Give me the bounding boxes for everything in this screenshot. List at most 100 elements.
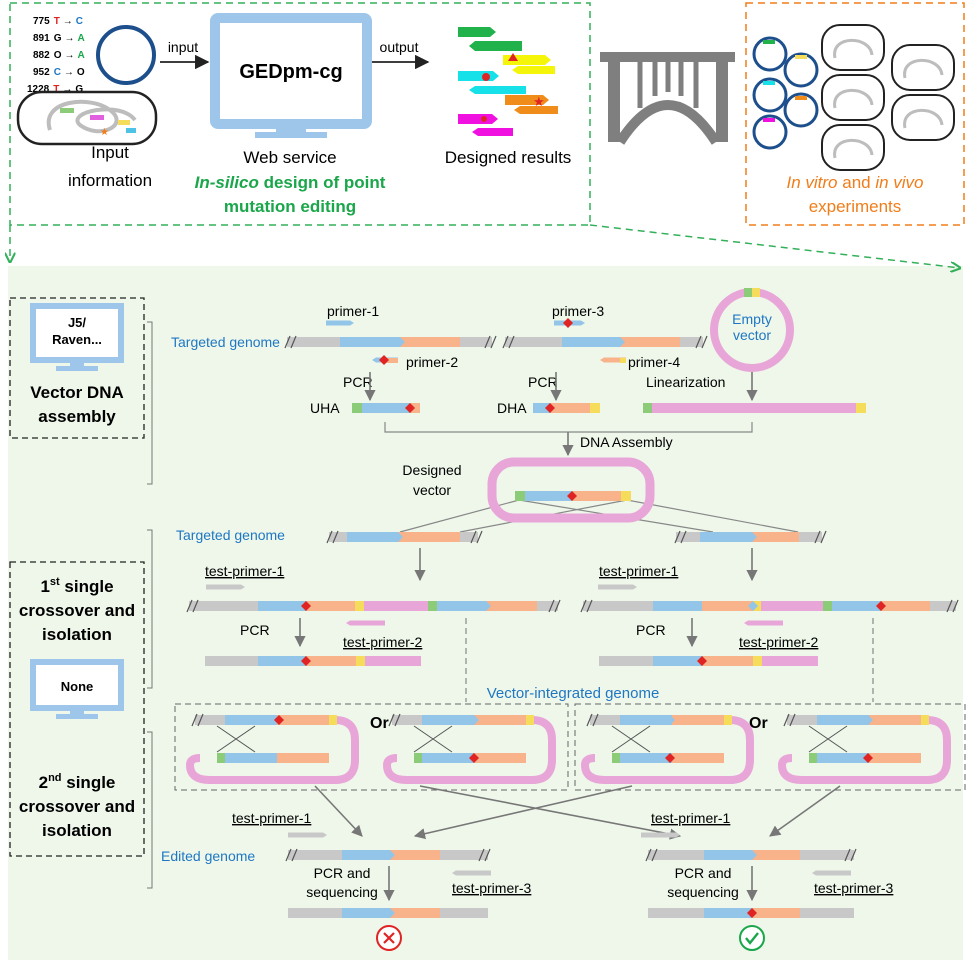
- vig-box-right: [574, 703, 966, 791]
- bridge-icon: [600, 52, 735, 145]
- dna-segment: [515, 491, 525, 501]
- tools-line-2: Raven...: [52, 332, 102, 347]
- pcr-seq-label-1: PCR and: [314, 865, 371, 881]
- mutation-red-diamond: [274, 715, 284, 725]
- vector-assembly-box: [9, 297, 145, 439]
- break-mark: [326, 530, 339, 544]
- or-label: Or: [749, 715, 768, 732]
- test-primer-3-arrow: [812, 870, 851, 876]
- crossover2-title-3: isolation: [42, 821, 112, 840]
- monitor-label-none: None: [61, 679, 94, 694]
- dna-segment: [704, 908, 752, 918]
- wildtype-blue-diamond: [748, 601, 758, 611]
- crossover-box: [9, 561, 145, 857]
- break-mark: [285, 848, 298, 862]
- test-primer3-label: test-primer-3: [452, 880, 532, 896]
- dna-segment: [392, 715, 422, 725]
- mutation-red-diamond: [379, 355, 389, 365]
- dna-segment: [752, 908, 800, 918]
- designed-vector-label-2: vector: [413, 482, 451, 498]
- flow-arrow: [413, 785, 633, 840]
- targeted-genome-label-2: Targeted genome: [176, 527, 285, 543]
- dna-segment: [347, 532, 398, 542]
- monitor-icon: [210, 13, 372, 138]
- dna-segment: [422, 753, 474, 763]
- dna-segment: [752, 532, 799, 542]
- break-mark: [502, 335, 515, 349]
- edited-genome-2: [648, 850, 854, 860]
- vig-loop-4: [777, 715, 951, 784]
- experiments-icon: [752, 24, 955, 171]
- dna-segment: [799, 532, 822, 542]
- break-mark: [548, 599, 561, 613]
- dna-segment: [329, 715, 337, 725]
- wildtype-blue-diamond: [393, 532, 403, 542]
- wildtype-blue-diamond: [395, 337, 405, 347]
- dha-fragment: [533, 403, 600, 413]
- dna-segment: [474, 753, 526, 763]
- output-label: output: [380, 39, 419, 55]
- designed-results-caption: Designed results: [445, 148, 572, 167]
- bracket: [147, 731, 153, 889]
- dna-segment: [205, 656, 258, 666]
- dna-segment: [921, 715, 929, 725]
- connector-line: [626, 499, 799, 533]
- dna-segment: [761, 601, 823, 611]
- empty-vector-label-2: vector: [733, 327, 771, 343]
- wildtype-blue-diamond: [665, 715, 675, 725]
- dna-segment: [340, 337, 400, 347]
- vig-loop-2: [382, 715, 556, 784]
- dna-segment: [809, 753, 817, 763]
- vector-loop: [185, 716, 359, 784]
- crossover1-title-2: crossover and: [19, 601, 135, 620]
- wildtype-blue-diamond: [747, 532, 757, 542]
- integrated-genome-1: [189, 601, 558, 611]
- primer4-label: primer-4: [628, 354, 680, 370]
- dna-segment: [364, 601, 428, 611]
- lower-panel-background: [8, 266, 963, 960]
- primer-arrow: [326, 320, 354, 326]
- pcr-seq-label-2: sequencing: [667, 884, 739, 900]
- dna-segment: [352, 403, 362, 413]
- sequenced-product-1: [288, 908, 488, 918]
- vector-integrated-label: Vector-integrated genome: [487, 685, 660, 702]
- test-primer-1-arrow: [598, 584, 637, 590]
- input-caption-1: Input: [91, 143, 129, 162]
- dna-segment: [440, 850, 488, 860]
- star-icon: ★: [533, 94, 545, 109]
- dna-segment: [648, 850, 704, 860]
- fail-icon: [376, 925, 402, 951]
- dna-segment: [398, 532, 460, 542]
- vector-assembly-title-2: assembly: [38, 407, 116, 426]
- dna-segment: [881, 601, 930, 611]
- mutation-red-diamond: [301, 656, 311, 666]
- dna-segment: [428, 601, 437, 611]
- dna-segment: [704, 850, 752, 860]
- tools-line-1: J5/: [68, 315, 86, 330]
- bracket: [147, 321, 153, 485]
- mutation-red-diamond: [665, 753, 675, 763]
- dna-segment: [189, 601, 258, 611]
- edited-genome-label: Edited genome: [161, 848, 255, 864]
- break-mark: [580, 599, 593, 613]
- wildtype-blue-diamond: [863, 715, 873, 725]
- dna-segment: [460, 337, 492, 347]
- designed-primers-icon: ★: [458, 27, 558, 136]
- experiments-caption-2: experiments: [809, 197, 902, 216]
- dna-segment: [288, 908, 342, 918]
- dna-segment: [620, 715, 672, 725]
- input-label: input: [168, 39, 198, 55]
- dna-segment: [390, 908, 440, 918]
- primer-arrow: [600, 357, 626, 363]
- mutation-red-diamond: [747, 908, 757, 918]
- targeted-genome-4: [676, 532, 822, 542]
- mutation-red-diamond: [301, 601, 311, 611]
- wildtype-blue-diamond: [385, 850, 395, 860]
- dna-segment: [526, 715, 534, 725]
- monitor-icon: [30, 303, 124, 371]
- vector-end-yellow: [752, 288, 760, 297]
